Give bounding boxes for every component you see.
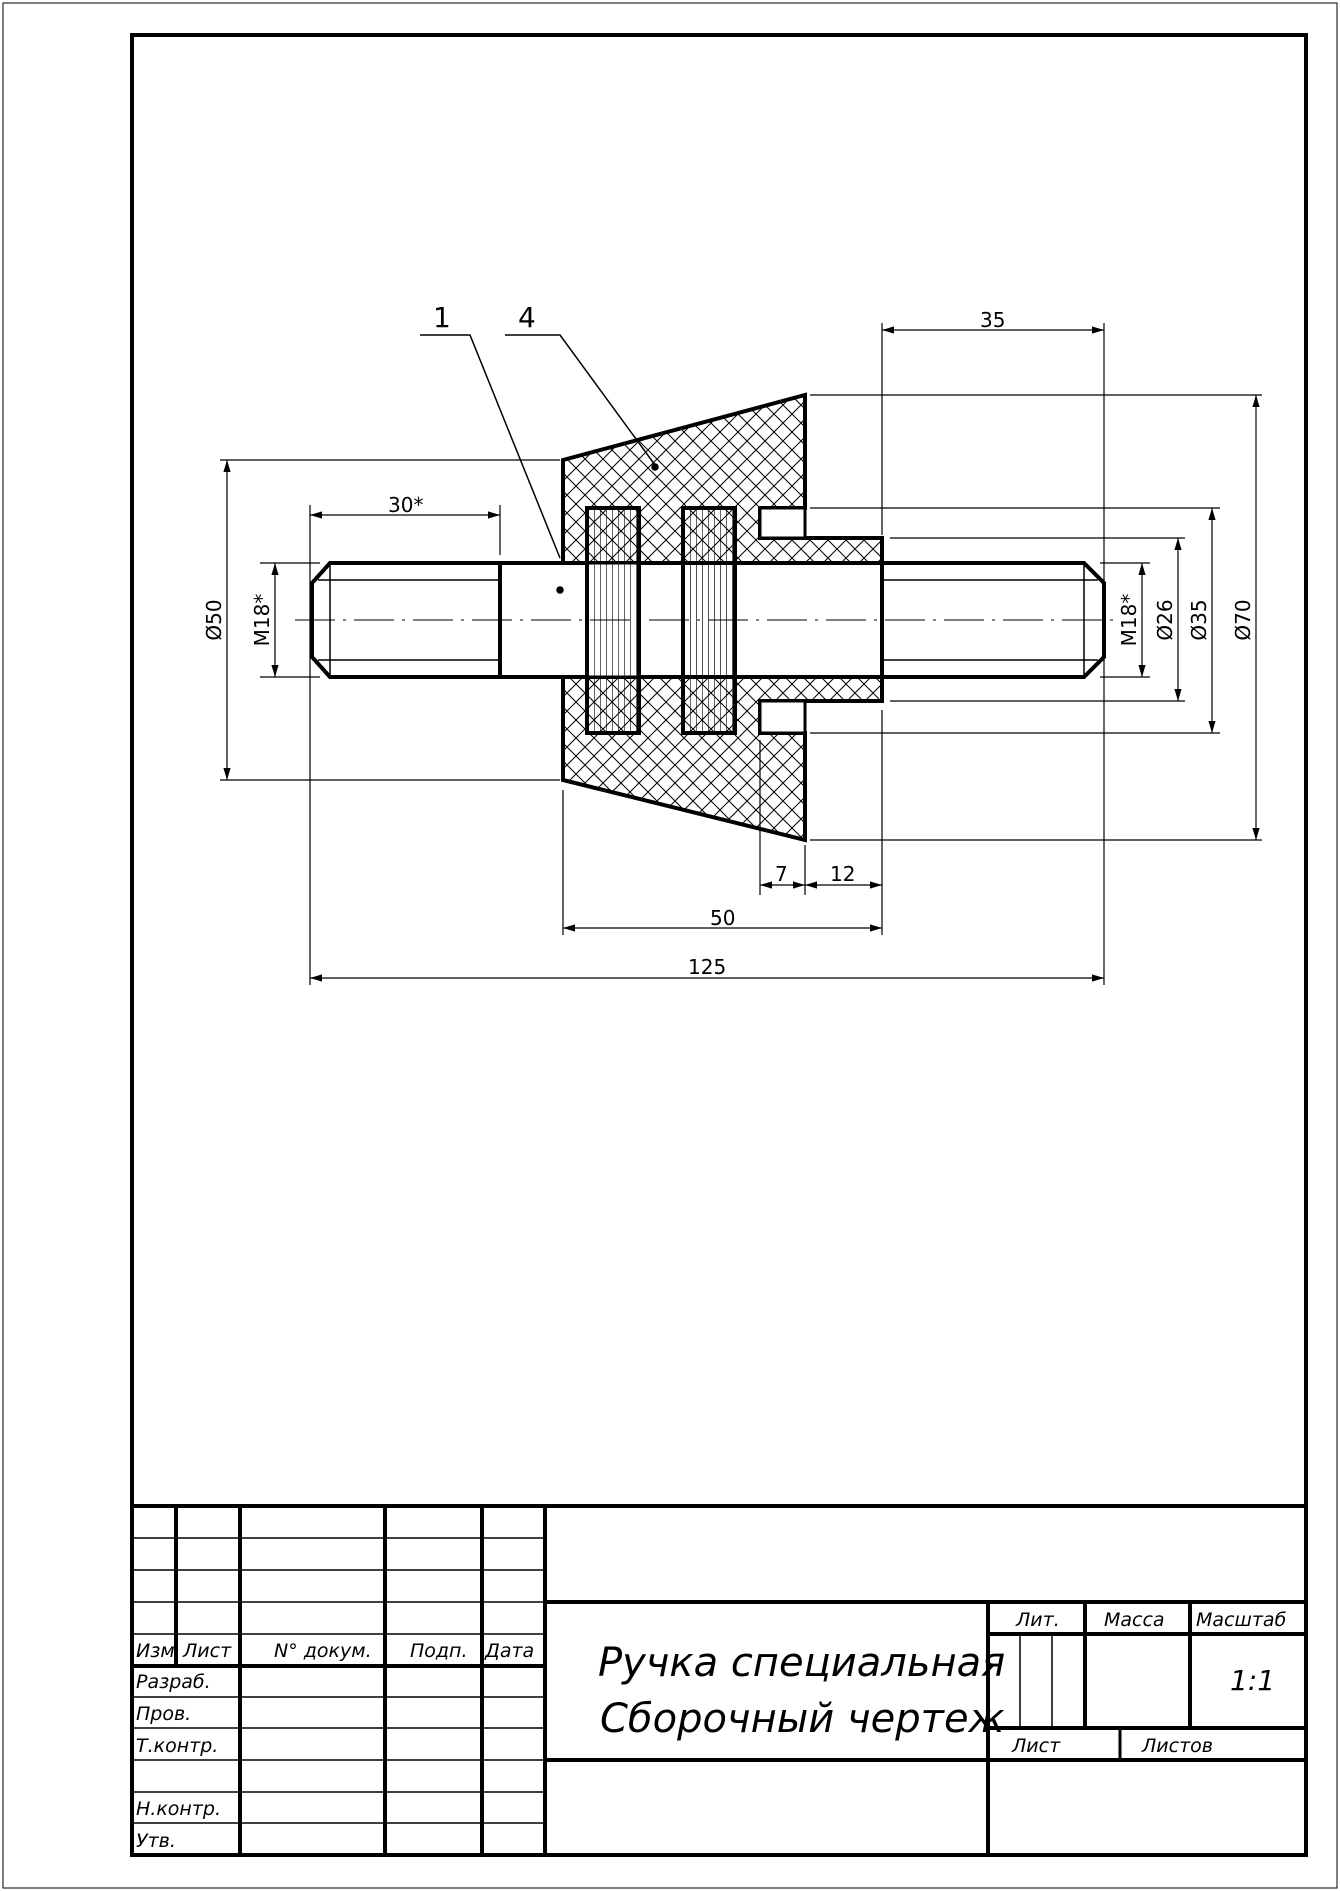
scale-value: 1:1 bbox=[1230, 1664, 1275, 1697]
inner-frame bbox=[130, 33, 1308, 1857]
sheets-label: Листов bbox=[1141, 1735, 1213, 1757]
dim-d35: Ø35 bbox=[1187, 599, 1211, 640]
extension-lines bbox=[220, 323, 1262, 985]
col-sign: Подп. bbox=[410, 1640, 468, 1662]
dim-m18-right: M18* bbox=[1117, 594, 1141, 647]
dim-50: 50 bbox=[710, 906, 735, 930]
dim-30: 30* bbox=[388, 493, 423, 517]
drawing-title-line2: Сборочный чертеж bbox=[600, 1696, 1005, 1742]
dim-m18-left: M18* bbox=[250, 594, 274, 647]
dimension-lines bbox=[223, 326, 1260, 982]
row-nkontr: Н.контр. bbox=[136, 1798, 221, 1820]
part-label-4: 4 bbox=[518, 301, 536, 334]
title-block-text: Изм Лист N° докум. Подп. Дата Разраб. Пр… bbox=[136, 1609, 1287, 1852]
masshtab-header: Масштаб bbox=[1196, 1609, 1287, 1631]
dim-d50: Ø50 bbox=[202, 599, 226, 640]
title-block bbox=[132, 1504, 1306, 1855]
shaft bbox=[310, 561, 1106, 679]
col-date: Дата bbox=[484, 1640, 534, 1662]
col-izm: Изм bbox=[136, 1640, 175, 1662]
part-label-1: 1 bbox=[433, 301, 451, 334]
row-utv: Утв. bbox=[136, 1830, 176, 1852]
leaders bbox=[420, 334, 659, 594]
dim-d70: Ø70 bbox=[1231, 599, 1255, 640]
dim-125: 125 bbox=[688, 955, 726, 979]
dim-35-top: 35 bbox=[980, 308, 1005, 332]
col-doc: N° докум. bbox=[274, 1640, 372, 1662]
drawing-title-line1: Ручка специальная bbox=[598, 1640, 1005, 1686]
sheet-label: Лист bbox=[1011, 1735, 1061, 1757]
lit-header: Лит. bbox=[1015, 1609, 1060, 1631]
massa-header: Масса bbox=[1104, 1609, 1165, 1631]
part-drawing: 1 4 bbox=[202, 301, 1262, 985]
handle-body bbox=[561, 392, 884, 843]
row-prov: Пров. bbox=[136, 1703, 191, 1725]
row-razrab: Разраб. bbox=[136, 1671, 211, 1693]
dim-12: 12 bbox=[830, 862, 855, 886]
dim-7: 7 bbox=[775, 862, 788, 886]
col-list: Лист bbox=[182, 1640, 232, 1662]
row-tkontr: Т.контр. bbox=[136, 1735, 218, 1757]
dim-d26: Ø26 bbox=[1153, 599, 1177, 640]
